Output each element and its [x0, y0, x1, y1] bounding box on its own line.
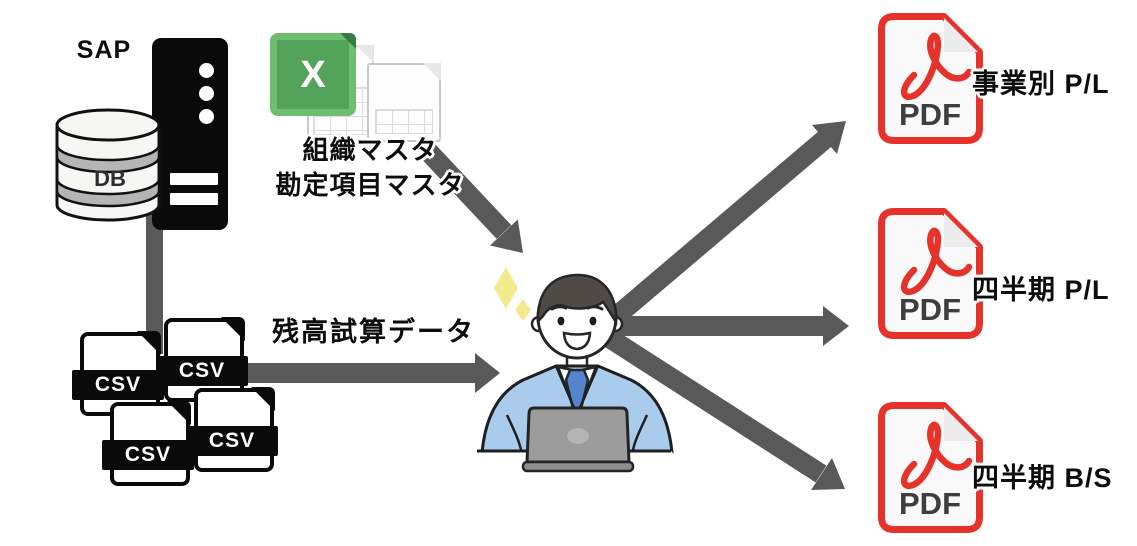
- page-fold-icon: [944, 213, 978, 247]
- output-label-quarterly-bs: 四半期 B/S: [972, 463, 1113, 493]
- csv-banner: CSV: [186, 426, 278, 456]
- sparkle-icon: [494, 267, 518, 309]
- spreadsheet-doc: [367, 63, 441, 142]
- acrobat-logo-icon: [900, 227, 973, 296]
- acrobat-logo-icon: [900, 32, 973, 101]
- acrobat-logo-icon: [900, 421, 973, 490]
- suit-lapel: [554, 365, 600, 411]
- page-fold-icon: [137, 331, 161, 355]
- laptop-logo: [567, 428, 589, 444]
- output-label-quarterly-pl: 四半期 P/L: [972, 275, 1110, 305]
- pdf-label: PDF: [899, 97, 961, 132]
- database-icon: DB: [55, 108, 161, 222]
- page-fold-icon: [423, 63, 441, 81]
- server-led-icon: [199, 63, 214, 78]
- page-fold-icon: [944, 18, 978, 52]
- person-hair: [536, 273, 618, 326]
- sparkle-icon: [515, 299, 531, 321]
- excel-master-label-line1: 組織マスタ: [302, 135, 438, 165]
- pdf-label: PDF: [899, 486, 961, 521]
- person-mouth: [562, 331, 592, 351]
- page-fold-icon: [167, 401, 191, 425]
- server-icon: [152, 38, 228, 230]
- server-led-icon: [199, 109, 214, 124]
- page-fold-icon: [340, 33, 356, 49]
- person-eyebrow: [586, 305, 604, 311]
- person-eye: [589, 316, 597, 326]
- excel-master-label: 組織マスタ 勘定項目マスタ: [250, 133, 490, 203]
- connector-server-to-csv: [146, 212, 163, 354]
- csv-file-icon: CSV: [186, 387, 278, 472]
- pdf-file-icon: PDF: [878, 208, 983, 339]
- server-led-icon: [199, 86, 214, 101]
- csv-banner: CSV: [72, 370, 164, 400]
- arrow-person-to-pdf2: [600, 306, 849, 346]
- arrow-csv-to-person: [240, 353, 500, 393]
- page-fold-icon: [251, 387, 275, 411]
- page-fold-icon: [944, 407, 978, 441]
- laptop-base: [521, 460, 635, 473]
- csv-banner: CSV: [156, 356, 248, 386]
- db-label: DB: [94, 166, 126, 191]
- excel-master-label-line2: 勘定項目マスタ: [275, 170, 465, 200]
- arrow-excel-to-person: [417, 141, 523, 253]
- person-eyebrow: [550, 305, 568, 311]
- pdf-file-icon: PDF: [878, 13, 983, 144]
- pdf-file-icon: PDF: [878, 402, 983, 533]
- page-fold-icon: [221, 317, 245, 341]
- arrow-person-to-pdf3: [594, 323, 845, 490]
- trial-balance-label: 残高試算データ: [272, 317, 475, 347]
- pdf-label: PDF: [899, 292, 961, 327]
- suit-arm-crease: [505, 414, 649, 451]
- csv-file-icon: CSV: [102, 401, 194, 486]
- excel-file-icon: X: [270, 33, 356, 116]
- spreadsheet-grid: [375, 109, 433, 134]
- worker-illustration: [477, 267, 674, 488]
- sap-label: SAP: [76, 36, 132, 64]
- server-slot-icon: [170, 173, 218, 185]
- csv-banner: CSV: [102, 440, 194, 470]
- output-label-business-pl: 事業別 P/L: [972, 69, 1110, 99]
- excel-x-glyph: X: [300, 53, 326, 96]
- server-slot-icon: [170, 193, 218, 205]
- page-fold-icon: [356, 45, 374, 63]
- arrow-person-to-pdf1: [593, 121, 846, 338]
- person-eye: [557, 316, 565, 326]
